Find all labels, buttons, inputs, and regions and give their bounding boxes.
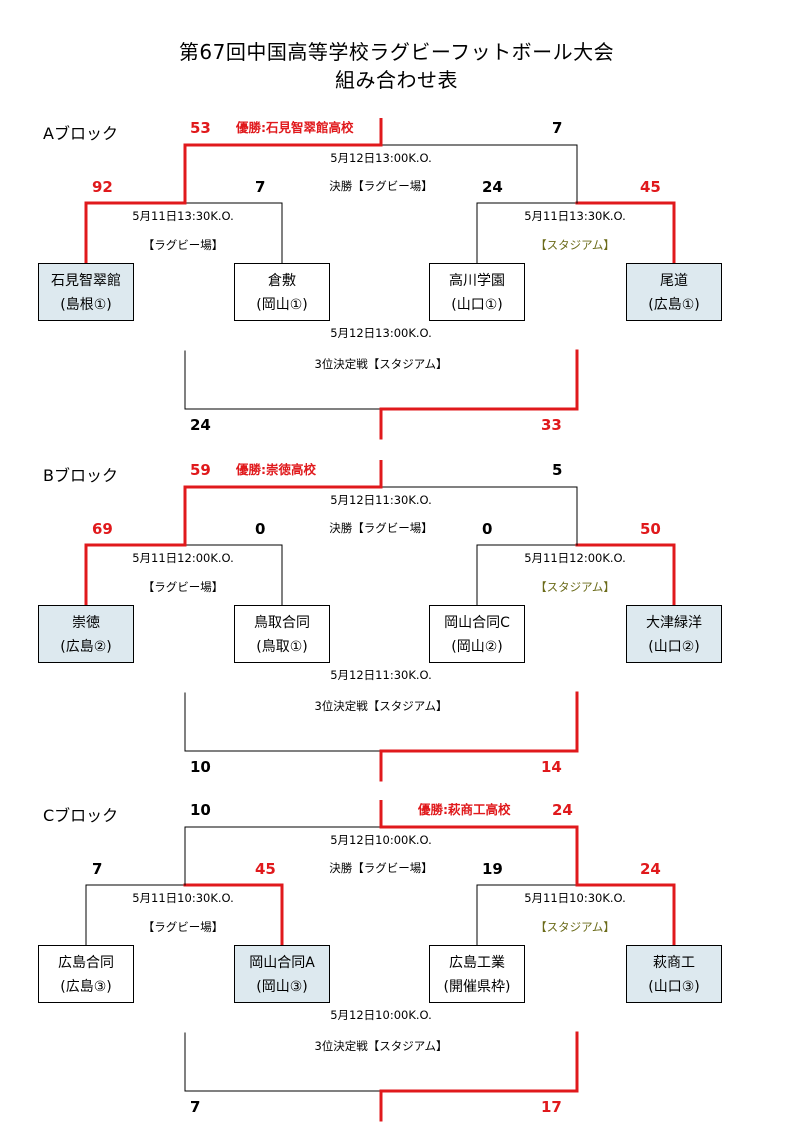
- team-name: 崇徳: [72, 615, 100, 631]
- third-time: 5月12日11:30K.O.: [330, 668, 432, 682]
- third-label: 3位決定戦【スタジアム】: [314, 357, 448, 371]
- team-box: 岡山合同C (岡山②): [429, 605, 525, 663]
- team-box: 広島合同 (広島③): [38, 945, 134, 1003]
- semi-left-venue: 【ラグビー場】: [142, 238, 224, 252]
- block-name: Cブロック: [43, 806, 119, 825]
- third-score-left: 10: [190, 758, 211, 776]
- team-prefecture: (岡山③): [256, 979, 308, 995]
- team-box: 尾道 (広島①): [626, 263, 722, 321]
- semi-left-venue: 【ラグビー場】: [142, 920, 224, 934]
- bracket-lines: [85, 800, 676, 1122]
- block-1: Bブロック 優勝:崇徳高校 59 5 5月12日11:30K.O. 決勝【ラグビー場】 69…: [0, 460, 793, 790]
- final-score-left: 10: [190, 801, 211, 819]
- team-name: 大津緑洋: [646, 615, 702, 631]
- semi-right-score-right: 50: [640, 520, 661, 538]
- team-box: 大津緑洋 (山口②): [626, 605, 722, 663]
- bracket-lines: [84, 460, 676, 782]
- team-prefecture: (山口②): [648, 639, 700, 655]
- semi-right-time: 5月11日13:30K.O.: [524, 209, 626, 223]
- team-prefecture: (広島③): [60, 979, 112, 995]
- team-prefecture: (山口①): [451, 297, 503, 313]
- team-box: 石見智翠館 (島根①): [38, 263, 134, 321]
- semi-right-score-right: 45: [640, 178, 661, 196]
- team-box: 広島工業 (開催県枠): [429, 945, 525, 1003]
- final-label: 決勝【ラグビー場】: [329, 179, 433, 193]
- final-time: 5月12日11:30K.O.: [330, 493, 432, 507]
- team-name: 岡山合同C: [444, 615, 510, 631]
- team-name: 倉敷: [268, 273, 296, 289]
- final-score-left: 53: [190, 119, 211, 137]
- team-name: 石見智翠館: [51, 273, 121, 289]
- team-box: 高川学園 (山口①): [429, 263, 525, 321]
- final-label: 決勝【ラグビー場】: [329, 521, 433, 535]
- semi-right-score-right: 24: [640, 860, 661, 878]
- block-2: Cブロック 優勝:萩商工高校 10 24 5月12日10:00K.O. 決勝【ラグビー場】…: [0, 800, 793, 1130]
- team-prefecture: (岡山②): [451, 639, 503, 655]
- team-prefecture: (開催県枠): [443, 979, 511, 995]
- semi-left-time: 5月11日10:30K.O.: [132, 891, 234, 905]
- semi-right-time: 5月11日12:00K.O.: [524, 551, 626, 565]
- third-score-left: 7: [190, 1098, 201, 1116]
- team-name: 広島工業: [449, 955, 505, 971]
- team-prefecture: (岡山①): [256, 297, 308, 313]
- semi-left-score-right: 45: [255, 860, 276, 878]
- team-box: 鳥取合同 (鳥取①): [234, 605, 330, 663]
- semi-right-venue: 【スタジアム】: [535, 580, 615, 594]
- semi-left-venue: 【ラグビー場】: [142, 580, 224, 594]
- team-name: 鳥取合同: [254, 615, 310, 631]
- semi-left-score-right: 7: [255, 178, 266, 196]
- team-box: 萩商工 (山口③): [626, 945, 722, 1003]
- final-label: 決勝【ラグビー場】: [329, 861, 433, 875]
- third-score-right: 33: [541, 416, 562, 434]
- final-time: 5月12日13:00K.O.: [330, 151, 432, 165]
- team-name: 高川学園: [449, 273, 505, 289]
- team-name: 萩商工: [653, 955, 695, 971]
- third-score-left: 24: [190, 416, 211, 434]
- third-time: 5月12日13:00K.O.: [330, 326, 432, 340]
- third-label: 3位決定戦【スタジアム】: [314, 1039, 448, 1053]
- team-box: 倉敷 (岡山①): [234, 263, 330, 321]
- semi-left-score-left: 7: [92, 860, 103, 878]
- team-prefecture: (広島②): [60, 639, 112, 655]
- third-score-right: 14: [541, 758, 562, 776]
- block-0: Aブロック 優勝:石見智翠館高校 53 7 5月12日13:00K.O. 決勝【ラグビー場…: [0, 118, 793, 448]
- team-name: 尾道: [660, 273, 688, 289]
- semi-right-score-left: 19: [482, 860, 503, 878]
- third-label: 3位決定戦【スタジアム】: [314, 699, 448, 713]
- final-score-right: 5: [552, 461, 563, 479]
- semi-right-time: 5月11日10:30K.O.: [524, 891, 626, 905]
- team-prefecture: (鳥取①): [256, 639, 308, 655]
- final-score-right: 7: [552, 119, 563, 137]
- team-name: 岡山合同A: [249, 955, 315, 971]
- team-prefecture: (島根①): [60, 297, 112, 313]
- semi-right-score-left: 0: [482, 520, 493, 538]
- final-score-right: 24: [552, 801, 573, 819]
- final-time: 5月12日10:00K.O.: [330, 833, 432, 847]
- page-title: 第67回中国高等学校ラグビーフットボール大会: [178, 40, 615, 64]
- team-prefecture: (山口③): [648, 979, 700, 995]
- final-score-left: 59: [190, 461, 211, 479]
- team-box: 岡山合同A (岡山③): [234, 945, 330, 1003]
- block-name: Aブロック: [43, 124, 118, 143]
- semi-left-time: 5月11日12:00K.O.: [132, 551, 234, 565]
- semi-right-score-left: 24: [482, 178, 503, 196]
- champion-label: 優勝:萩商工高校: [418, 802, 511, 817]
- semi-left-time: 5月11日13:30K.O.: [132, 209, 234, 223]
- champion-label: 優勝:石見智翠館高校: [236, 120, 354, 135]
- page-subtitle: 組み合わせ表: [335, 68, 458, 92]
- team-prefecture: (広島①): [648, 297, 700, 313]
- third-score-right: 17: [541, 1098, 562, 1116]
- champion-label: 優勝:崇徳高校: [236, 462, 316, 477]
- block-name: Bブロック: [43, 466, 118, 485]
- semi-left-score-left: 69: [92, 520, 113, 538]
- bracket-lines: [84, 118, 676, 440]
- third-time: 5月12日10:00K.O.: [330, 1008, 432, 1022]
- semi-right-venue: 【スタジアム】: [535, 238, 615, 252]
- semi-left-score-right: 0: [255, 520, 266, 538]
- team-box: 崇徳 (広島②): [38, 605, 134, 663]
- semi-right-venue: 【スタジアム】: [535, 920, 615, 934]
- team-name: 広島合同: [58, 955, 114, 971]
- semi-left-score-left: 92: [92, 178, 113, 196]
